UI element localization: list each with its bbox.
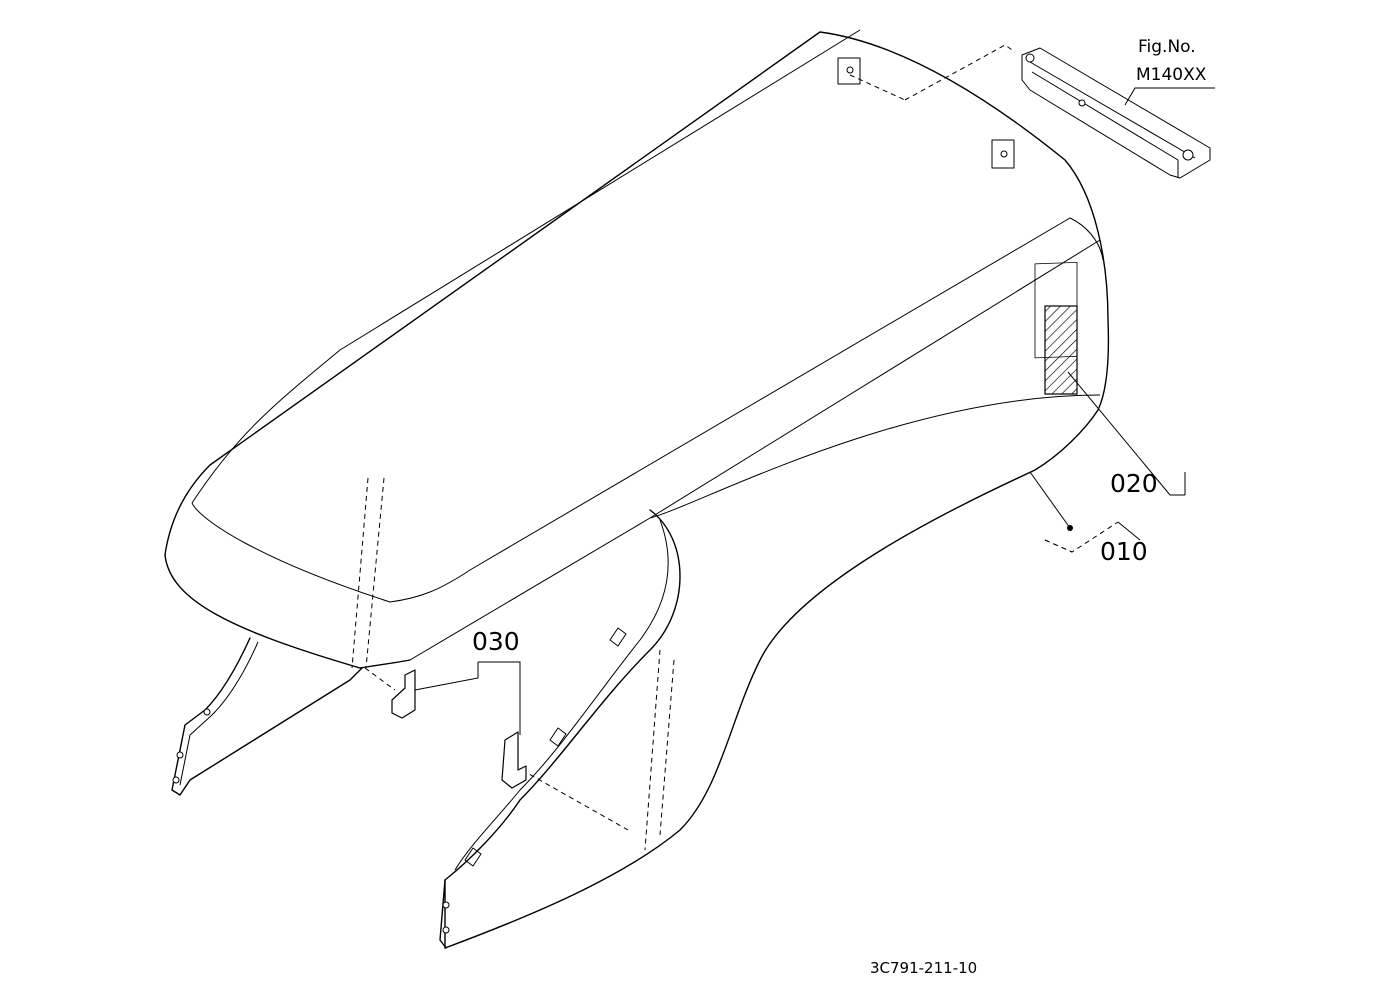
latch-plates [837,57,1015,169]
bonnet-panel [164,29,1110,949]
hidden-lines [351,44,1073,851]
rubber-stopper-upper [391,669,416,719]
callout-010: 010 [1100,537,1148,566]
leader-lines [414,87,1215,735]
callout-020: 020 [1110,469,1158,498]
bracket-part [1021,47,1211,179]
label-decal [1034,261,1078,395]
drawing-code: 3C791-211-10 [870,959,977,977]
callout-030: 030 [472,627,520,656]
figure-ref-title: Fig.No. [1138,37,1196,57]
rubber-stopper-lower [501,731,527,789]
figure-ref-number: M140XX [1136,65,1207,85]
